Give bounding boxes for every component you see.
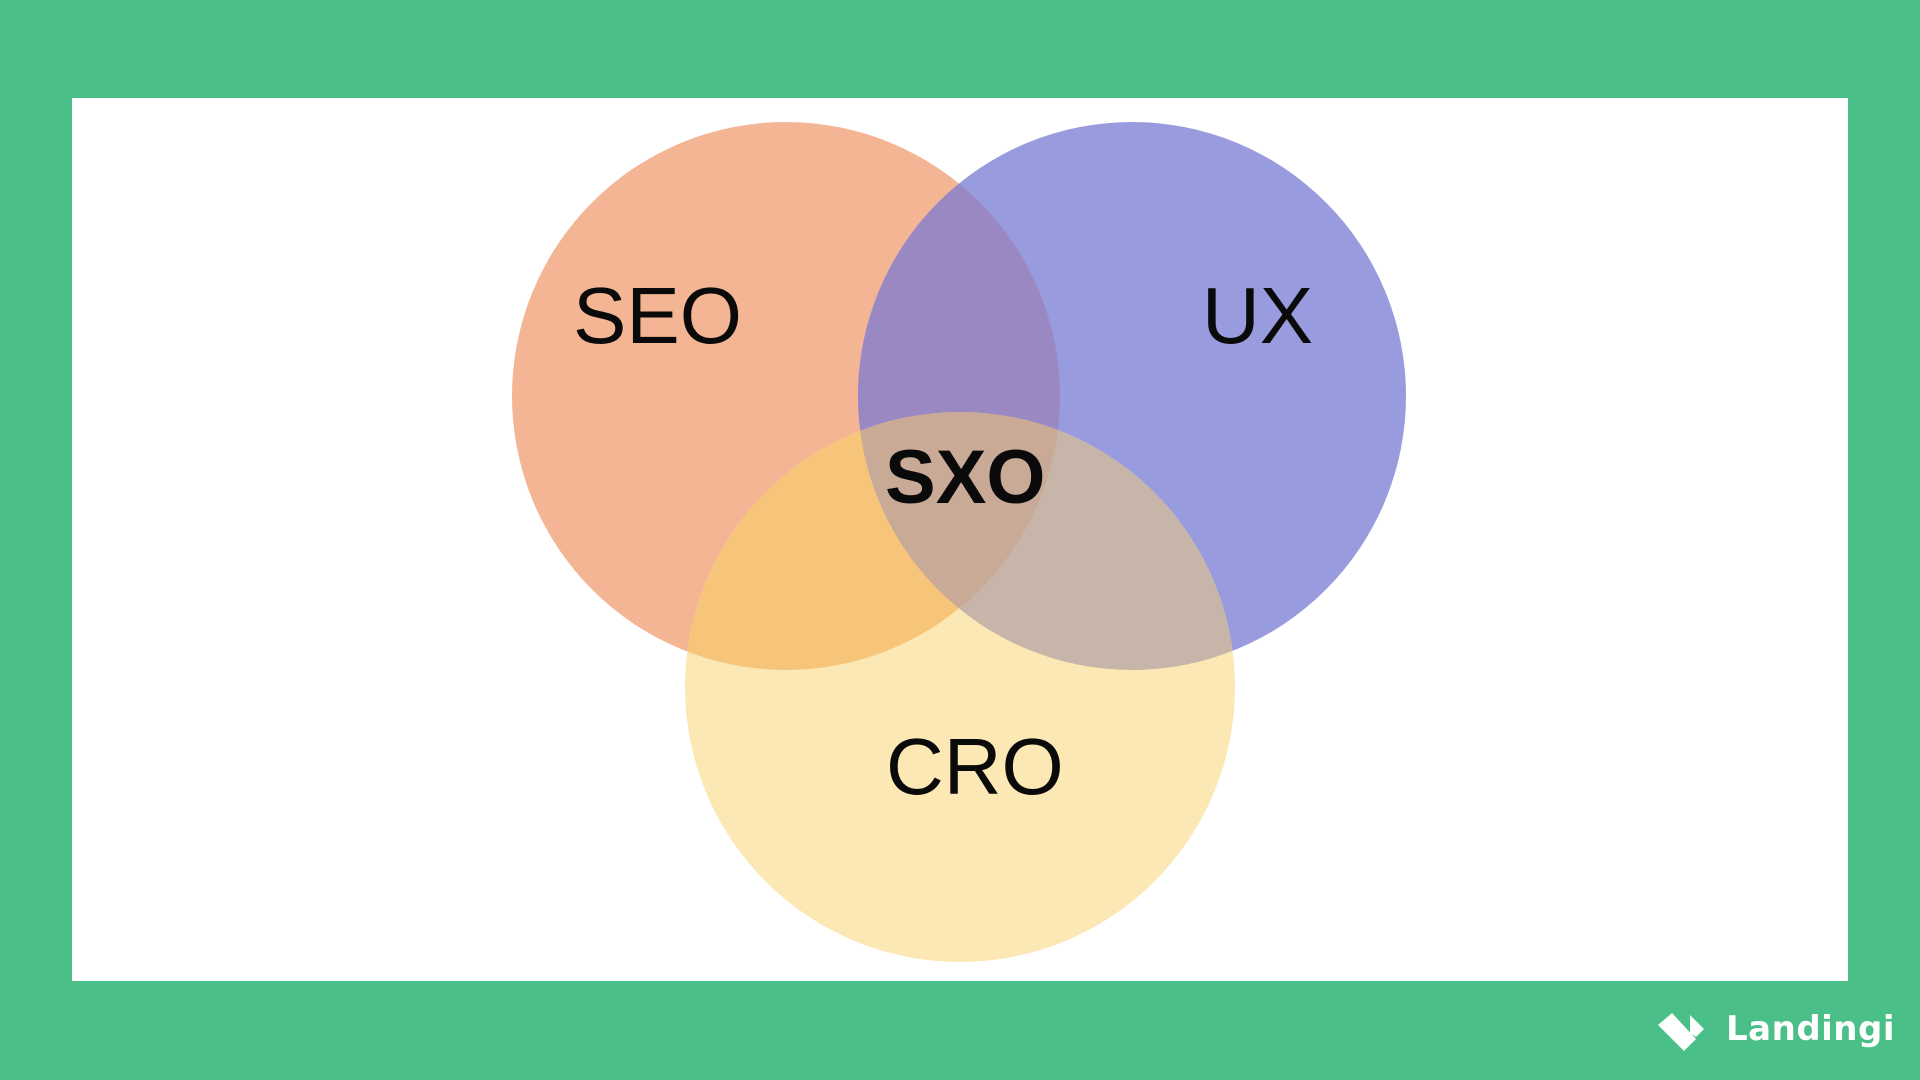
brand-logo: Landingi <box>1656 1004 1895 1054</box>
seo-label: SEO <box>573 271 742 360</box>
ux-cro-overlap <box>858 412 1235 670</box>
ux-label: UX <box>1202 271 1314 360</box>
sxo-label: SXO <box>885 435 1046 520</box>
cro-label: CRO <box>886 722 1064 811</box>
landingi-logo-icon <box>1658 1013 1704 1051</box>
seo-cro-overlap <box>685 412 1060 670</box>
brand-name: Landingi <box>1726 1009 1896 1049</box>
